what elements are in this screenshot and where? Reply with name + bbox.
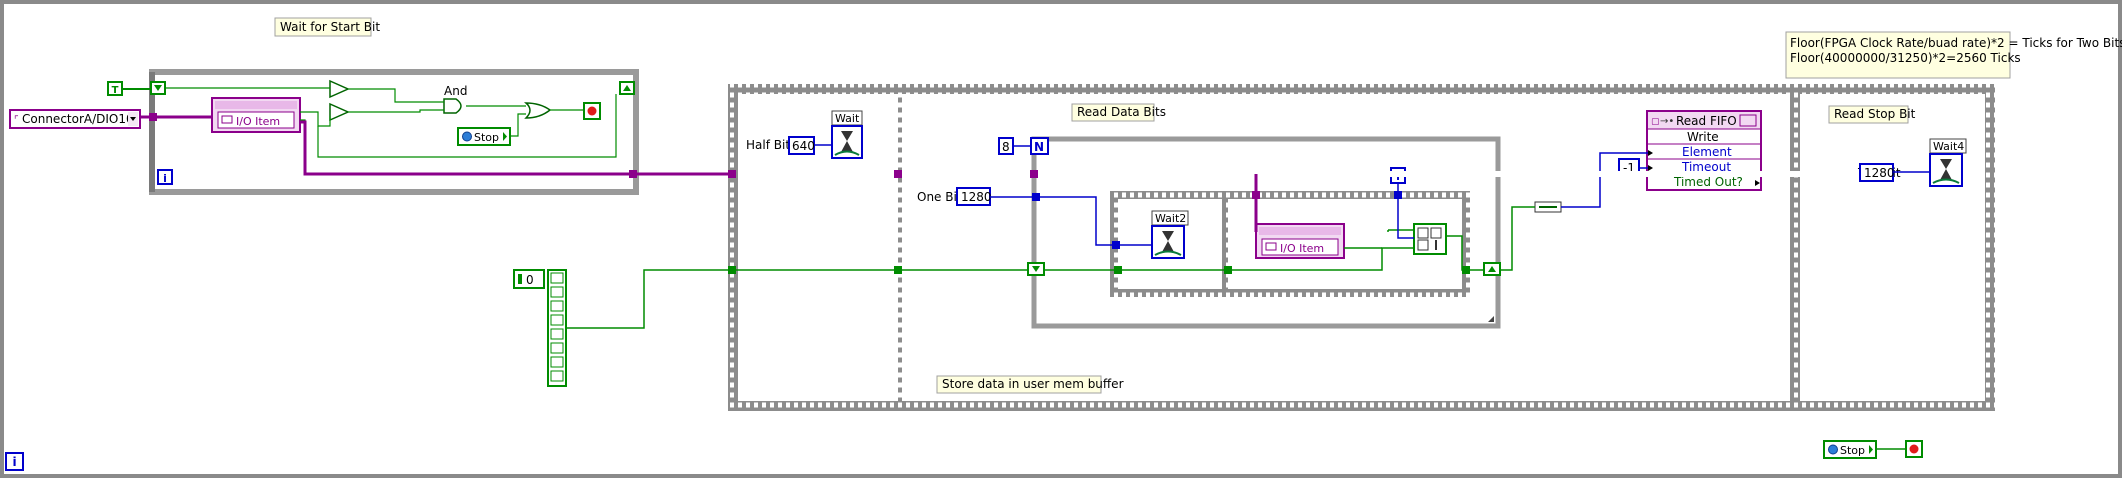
- svg-text:Store data in user mem buffer: Store data in user mem buffer: [942, 377, 1124, 391]
- for-loop-resize-handle[interactable]: [1488, 316, 1494, 322]
- io-item-icon: [1265, 242, 1277, 251]
- two-bit-constant[interactable]: 1280: [1859, 163, 1895, 182]
- start-loop-right-shift-register: [619, 81, 635, 95]
- svg-text:ConnectorA/DIO10: ConnectorA/DIO10: [22, 112, 134, 126]
- and-label: And: [444, 84, 467, 98]
- for-loop-right-shift-register: [1483, 262, 1501, 276]
- fifo-write-item: Write: [1687, 130, 1719, 144]
- for-loop-left-shift-register: [1027, 262, 1045, 276]
- svg-text:Read Stop Bit: Read Stop Bit: [1834, 107, 1916, 121]
- start-loop-io-tunnel: [149, 113, 157, 121]
- svg-text:I/O Item: I/O Item: [1280, 242, 1324, 255]
- store-data-label: Store data in user mem buffer: [936, 375, 1124, 394]
- svg-text:1280: 1280: [1864, 166, 1895, 180]
- half-bit-constant[interactable]: 640: [788, 136, 815, 155]
- start-loop-iteration-terminal: i: [157, 169, 173, 185]
- svg-text:i: i: [163, 172, 167, 185]
- start-loop-left-shift-register: [150, 81, 166, 95]
- or-gate[interactable]: [524, 102, 552, 119]
- loop-count-terminal: N: [1030, 137, 1049, 155]
- io-dropdown-icon[interactable]: [130, 117, 136, 121]
- sequence-wires: [566, 174, 1535, 329]
- svg-text:▢: ▢: [1651, 117, 1660, 127]
- and-gate[interactable]: [443, 98, 462, 114]
- compare-node-2[interactable]: [329, 102, 350, 122]
- start-loop-stop-terminal: [583, 102, 601, 120]
- svg-text:Wait2: Wait2: [1155, 212, 1186, 225]
- svg-text:→•: →•: [1660, 116, 1674, 127]
- io-node-1[interactable]: I/O Item: [211, 97, 301, 133]
- one-bit-constant[interactable]: 1280: [956, 187, 992, 206]
- svg-text:Stop: Stop: [1840, 444, 1865, 457]
- svg-text:Floor(40000000/31250)*2=2560 T: Floor(40000000/31250)*2=2560 Ticks: [1790, 51, 2021, 65]
- true-constant[interactable]: T: [107, 81, 123, 96]
- svg-text:Stop: Stop: [474, 131, 499, 144]
- loop-count-constant[interactable]: 8: [998, 137, 1014, 155]
- wait-for-start-label: Wait for Start Bit: [274, 17, 380, 37]
- svg-text:I/O Item: I/O Item: [236, 115, 280, 128]
- svg-text:Wait for Start Bit: Wait for Start Bit: [280, 20, 380, 34]
- element-wire: [1561, 152, 1648, 208]
- svg-text:Read Data Bits: Read Data Bits: [1077, 105, 1166, 119]
- array-convert-node[interactable]: [1534, 201, 1562, 213]
- fifo-element-item: Element: [1682, 145, 1732, 159]
- io-name-constant[interactable]: ⌜ ConnectorA/DIO10: [9, 109, 141, 129]
- wait-node[interactable]: Wait: [831, 110, 863, 159]
- hourglass-icon: [841, 131, 853, 152]
- read-fifo-node[interactable]: ▢ →• Read FIFO Write Element Timeout Tim…: [1646, 110, 1762, 191]
- sequence-tunnels: [728, 170, 1470, 274]
- io-item-icon: [221, 115, 233, 124]
- svg-text:T: T: [112, 85, 119, 96]
- formula-note: Floor(FPGA Clock Rate/buad rate)*2 = Tic…: [1785, 31, 2122, 79]
- fifo-timed-out-item: Timed Out?: [1673, 175, 1743, 189]
- svg-text:-1: -1: [1623, 161, 1635, 175]
- start-bit-while-loop[interactable]: [149, 69, 639, 195]
- wait4-node[interactable]: Wait4: [1929, 138, 1967, 187]
- svg-text:8: 8: [1002, 140, 1010, 154]
- stop-control-1[interactable]: Stop: [457, 127, 511, 146]
- stop-control-2[interactable]: Stop: [1823, 440, 1877, 459]
- svg-text:⌜: ⌜: [14, 115, 19, 126]
- io-node-2[interactable]: I/O Item: [1255, 223, 1345, 259]
- replace-array-node[interactable]: [1413, 223, 1447, 255]
- svg-text:0: 0: [526, 273, 534, 287]
- svg-text:N: N: [1034, 140, 1044, 154]
- read-stop-bit-label: Read Stop Bit: [1828, 105, 1916, 124]
- outer-loop-stop-terminal: [1905, 440, 1923, 458]
- outer-loop-iteration-terminal: i: [5, 452, 24, 471]
- fifo-timeout-item: Timeout: [1681, 160, 1731, 174]
- one-bit-label: One Bit: [917, 190, 962, 204]
- svg-text:Wait4: Wait4: [1933, 140, 1964, 153]
- hourglass-icon: [1940, 159, 1952, 180]
- read-data-bits-label: Read Data Bits: [1071, 103, 1166, 122]
- compare-node-1[interactable]: [329, 79, 350, 99]
- boolean-array-elements: [550, 272, 564, 382]
- svg-text:Read FIFO: Read FIFO: [1676, 114, 1737, 128]
- svg-text:640: 640: [792, 139, 815, 153]
- svg-text:Floor(FPGA Clock Rate/buad rat: Floor(FPGA Clock Rate/buad rate)*2 = Tic…: [1790, 36, 2122, 50]
- hourglass-icon: [1162, 231, 1174, 252]
- svg-text:i: i: [12, 455, 16, 469]
- half-bit-label: Half Bit: [746, 138, 790, 152]
- svg-text:1280: 1280: [961, 190, 992, 204]
- start-loop-io-exit-tunnel: [629, 170, 637, 178]
- wait2-node[interactable]: Wait2: [1151, 210, 1189, 259]
- for-loop[interactable]: [1031, 136, 1501, 329]
- svg-text:Wait: Wait: [835, 112, 860, 125]
